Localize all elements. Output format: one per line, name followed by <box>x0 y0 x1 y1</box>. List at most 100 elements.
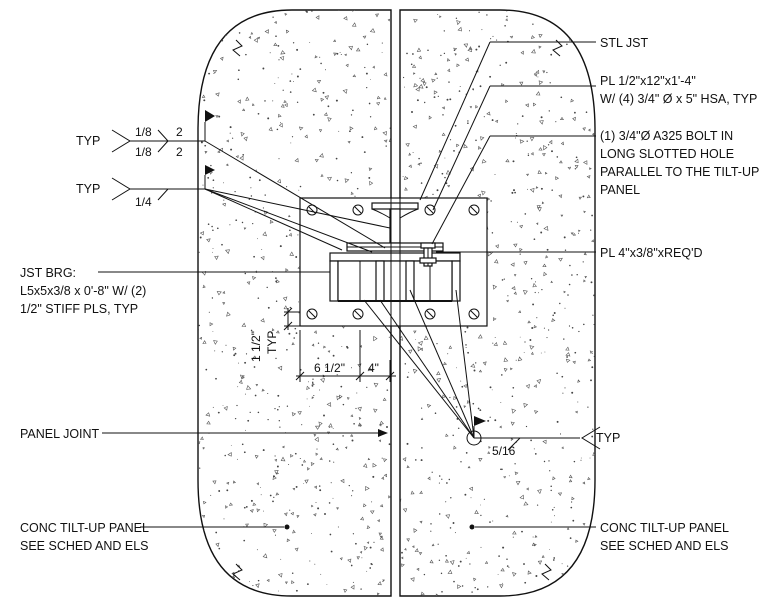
concrete-speckle <box>413 528 418 533</box>
concrete-speckle <box>348 45 353 51</box>
concrete-speckle <box>229 132 231 134</box>
concrete-speckle <box>445 554 447 557</box>
concrete-speckle <box>383 458 388 463</box>
concrete-speckle <box>381 476 385 480</box>
concrete-speckle <box>463 383 467 389</box>
concrete-speckle <box>558 257 563 262</box>
concrete-speckle <box>309 405 310 407</box>
concrete-speckle <box>561 375 564 378</box>
concrete-speckle <box>530 35 536 39</box>
concrete-speckle <box>279 56 285 61</box>
concrete-speckle <box>506 15 508 18</box>
concrete-speckle <box>212 187 214 189</box>
concrete-speckle <box>563 338 565 340</box>
concrete-speckle <box>310 462 315 467</box>
concrete-speckle <box>276 128 279 131</box>
concrete-speckle <box>586 194 591 199</box>
concrete-speckle <box>566 527 570 530</box>
concrete-speckle <box>257 36 261 40</box>
concrete-speckle <box>266 286 268 289</box>
concrete-speckle <box>202 340 207 344</box>
concrete-speckle <box>249 509 254 513</box>
concrete-speckle <box>580 459 582 461</box>
concrete-speckle <box>337 526 339 528</box>
concrete-speckle <box>571 391 574 394</box>
concrete-speckle <box>241 221 244 224</box>
concrete-speckle <box>443 30 445 32</box>
concrete-speckle <box>275 357 277 360</box>
concrete-speckle <box>529 345 535 350</box>
concrete-speckle <box>478 457 483 462</box>
concrete-speckle <box>350 564 353 567</box>
concrete-speckle <box>534 291 536 294</box>
concrete-speckle <box>257 112 260 115</box>
concrete-speckle <box>467 465 471 469</box>
concrete-speckle <box>553 312 556 314</box>
concrete-speckle <box>454 53 457 56</box>
concrete-speckle <box>534 535 538 538</box>
concrete-speckle <box>310 532 312 534</box>
concrete-speckle <box>569 264 571 267</box>
concrete-speckle <box>406 465 410 469</box>
concrete-speckle <box>373 335 378 342</box>
concrete-speckle <box>583 210 587 214</box>
concrete-speckle <box>536 207 542 212</box>
jst-brg-label-line2: L5x5x3/8 x 0'-8" W/ (2) <box>20 284 146 298</box>
concrete-speckle <box>592 428 594 430</box>
concrete-speckle <box>292 42 295 44</box>
concrete-speckle <box>582 127 586 131</box>
concrete-speckle <box>568 283 571 286</box>
concrete-speckle <box>421 447 423 449</box>
concrete-speckle <box>412 53 414 55</box>
concrete-speckle <box>327 117 332 123</box>
concrete-speckle <box>359 551 363 554</box>
concrete-speckle <box>311 381 314 384</box>
concrete-speckle <box>492 35 494 37</box>
concrete-speckle <box>338 10 340 11</box>
concrete-speckle <box>311 385 314 387</box>
concrete-speckle <box>199 82 202 86</box>
concrete-speckle <box>352 74 357 78</box>
concrete-speckle <box>591 366 594 369</box>
concrete-speckle <box>373 126 378 131</box>
concrete-speckle <box>437 95 439 97</box>
concrete-speckle <box>411 111 413 113</box>
concrete-speckle <box>272 529 277 533</box>
concrete-speckle <box>467 351 469 354</box>
concrete-speckle <box>589 350 594 354</box>
concrete-speckle <box>590 281 593 284</box>
concrete-speckle <box>526 487 529 491</box>
concrete-speckle <box>531 48 536 54</box>
concrete-speckle <box>339 52 341 54</box>
concrete-speckle <box>279 426 281 428</box>
horizontal-dimension-1: 6 1/2" <box>314 361 345 375</box>
concrete-speckle <box>320 573 322 575</box>
concrete-speckle <box>283 305 288 310</box>
concrete-speckle <box>553 557 556 559</box>
concrete-speckle <box>226 489 229 492</box>
concrete-speckle <box>542 263 547 268</box>
concrete-speckle <box>371 563 373 566</box>
concrete-speckle <box>535 91 541 96</box>
concrete-speckle <box>385 145 387 147</box>
concrete-speckle <box>311 396 315 400</box>
concrete-speckle <box>324 69 327 71</box>
concrete-speckle <box>329 533 332 536</box>
concrete-speckle <box>572 360 576 365</box>
concrete-speckle <box>243 539 246 542</box>
concrete-speckle <box>262 553 268 559</box>
concrete-speckle <box>523 501 529 506</box>
concrete-speckle <box>554 515 555 517</box>
concrete-speckle <box>217 149 221 153</box>
concrete-speckle <box>502 546 505 549</box>
concrete-speckle <box>477 334 483 339</box>
concrete-speckle <box>459 560 462 563</box>
concrete-speckle <box>505 99 509 104</box>
concrete-speckle <box>406 52 408 55</box>
concrete-speckle <box>278 122 283 128</box>
concrete-speckle <box>511 191 514 194</box>
concrete-speckle <box>432 193 434 196</box>
concrete-speckle <box>218 490 221 492</box>
concrete-speckle <box>535 575 538 577</box>
concrete-speckle <box>550 280 553 283</box>
